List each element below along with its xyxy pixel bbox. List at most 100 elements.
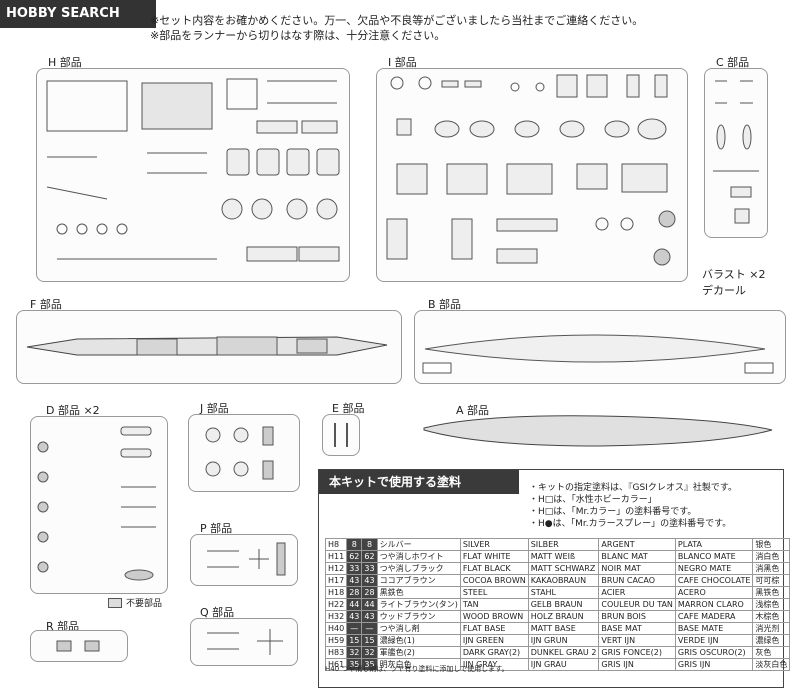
paint-cell: MATT BASE bbox=[527, 622, 600, 635]
paint-cell: H18 bbox=[324, 586, 348, 599]
paint-cell: NOIR MAT bbox=[598, 562, 676, 575]
paint-cell: ACIER bbox=[598, 586, 676, 599]
paint-cell: 33 bbox=[346, 562, 363, 575]
paint-cell: 62 bbox=[361, 550, 378, 563]
paint-cell: IJN GRAU bbox=[527, 658, 600, 671]
paint-cell: PLATA bbox=[674, 538, 754, 551]
unused-label: 不要部品 bbox=[126, 599, 163, 609]
paint-panel: 本キットで使用する塗料 ・キットの指定塗料は、『GSIクレオス』社製です。 ・H… bbox=[318, 469, 791, 688]
runner-c-parts bbox=[713, 80, 759, 224]
paint-cell: FLAT BLACK bbox=[459, 562, 529, 575]
section-b-label: B 部品 bbox=[428, 298, 462, 311]
paint-cell: H11 bbox=[324, 550, 348, 563]
section-j-label: J 部品 bbox=[200, 402, 229, 415]
paint-note-4: ・H●は、「Mr.カラースプレー」の塗料番号です。 bbox=[529, 519, 732, 529]
runner-d bbox=[30, 416, 168, 594]
paint-cell: DARK GRAY(2) bbox=[459, 646, 529, 659]
paint-cell: GRIS OSCURO(2) bbox=[674, 646, 754, 659]
paint-cell: IJN GRUN bbox=[527, 634, 600, 647]
paint-cell: GRIS IJN bbox=[598, 658, 676, 671]
paint-cell: 黒鉄色 bbox=[376, 586, 461, 599]
paint-cell: — bbox=[361, 622, 378, 635]
ballast-label: バラスト ×2 bbox=[702, 268, 766, 281]
paint-cell: MATT SCHWARZ bbox=[527, 562, 600, 575]
decal-label: デカール bbox=[702, 284, 746, 297]
note-line-1: ※セット内容をお確かめください。万一、欠品や不良等がございましたら当社までご連絡… bbox=[150, 14, 644, 27]
section-e-label: E 部品 bbox=[332, 402, 365, 415]
paint-cell: 32 bbox=[361, 646, 378, 659]
paint-cell: 明灰白色 bbox=[376, 658, 461, 671]
runner-h-parts bbox=[46, 78, 340, 262]
runner-r bbox=[30, 630, 128, 662]
runner-e-parts bbox=[334, 423, 348, 447]
unused-marker bbox=[108, 598, 122, 608]
runner-b-parts bbox=[422, 334, 774, 374]
paint-cell: 35 bbox=[361, 658, 378, 671]
paint-cell: SILBER bbox=[527, 538, 600, 551]
paint-cell: H40 bbox=[324, 622, 348, 635]
paint-cell: ACERO bbox=[674, 586, 754, 599]
paint-cell: FLAT BASE bbox=[459, 622, 529, 635]
paint-cell: H61 bbox=[324, 658, 348, 671]
paint-cell: 淡灰白色 bbox=[752, 658, 791, 671]
paint-cell: つや消し剤 bbox=[376, 622, 461, 635]
paint-cell: H83 bbox=[324, 646, 348, 659]
paint-cell: シルバー bbox=[376, 538, 461, 551]
runner-h bbox=[36, 68, 350, 282]
paint-cell: つや消しホワイト bbox=[376, 550, 461, 563]
paint-cell: H17 bbox=[324, 574, 348, 587]
paint-cell: GRIS IJN bbox=[674, 658, 754, 671]
paint-cell: IJN GRAY bbox=[459, 658, 529, 671]
runner-i bbox=[376, 68, 688, 282]
paint-cell: 43 bbox=[361, 574, 378, 587]
section-a-label: A 部品 bbox=[456, 404, 490, 417]
brand-name: HOBBY SEARCH bbox=[6, 6, 120, 21]
runner-p bbox=[190, 534, 298, 586]
paint-cell: BASE MAT bbox=[598, 622, 676, 635]
paint-cell: ココアブラウン bbox=[376, 574, 461, 587]
paint-cell: H8 bbox=[324, 538, 348, 551]
paint-cell: H22 bbox=[324, 598, 348, 611]
paint-cell: BASE MATE bbox=[674, 622, 754, 635]
paint-cell: — bbox=[346, 622, 363, 635]
paint-cell: MATT WEIß bbox=[527, 550, 600, 563]
runner-q bbox=[190, 618, 298, 666]
section-c-label: C 部品 bbox=[716, 56, 750, 69]
paint-cell: HOLZ BRAUN bbox=[527, 610, 600, 623]
paint-cell: 32 bbox=[346, 646, 363, 659]
paint-cell: 43 bbox=[346, 574, 363, 587]
paint-cell: ライトブラウン(タン) bbox=[376, 598, 461, 611]
note-line-2: ※部品をランナーから切りはなす際は、十分注意ください。 bbox=[150, 29, 446, 42]
section-h-label: H 部品 bbox=[48, 56, 82, 69]
paint-cell: 消白色 bbox=[752, 550, 791, 563]
paint-cell: 消光剂 bbox=[752, 622, 791, 635]
hull-a-parts bbox=[423, 415, 773, 447]
paint-cell: BLANCO MATE bbox=[674, 550, 754, 563]
paint-footnote: H40 つや消し剤は、ツヤ有り塗料に添加して使用します。 bbox=[325, 665, 509, 673]
section-r-label: R 部品 bbox=[46, 620, 80, 633]
paint-cell: GELB BRAUN bbox=[527, 598, 600, 611]
paint-note-1: ・キットの指定塗料は、『GSIクレオス』社製です。 bbox=[529, 483, 737, 493]
paint-cell: STAHL bbox=[527, 586, 600, 599]
paint-cell: H59 bbox=[324, 634, 348, 647]
paint-cell: CAFE CHOCOLATE bbox=[674, 574, 754, 587]
runner-f-parts bbox=[26, 336, 388, 356]
paint-cell: H32 bbox=[324, 610, 348, 623]
paint-cell: 15 bbox=[361, 634, 378, 647]
paint-cell: SILVER bbox=[459, 538, 529, 551]
section-q-label: Q 部品 bbox=[200, 606, 235, 619]
paint-cell: 35 bbox=[346, 658, 363, 671]
paint-cell: 濃緑色(1) bbox=[376, 634, 461, 647]
paint-cell: MARRON CLARO bbox=[674, 598, 754, 611]
runner-j-parts bbox=[205, 426, 274, 480]
paint-cell: BRUN BOIS bbox=[598, 610, 676, 623]
section-d-label: D 部品 ×2 bbox=[46, 404, 100, 417]
